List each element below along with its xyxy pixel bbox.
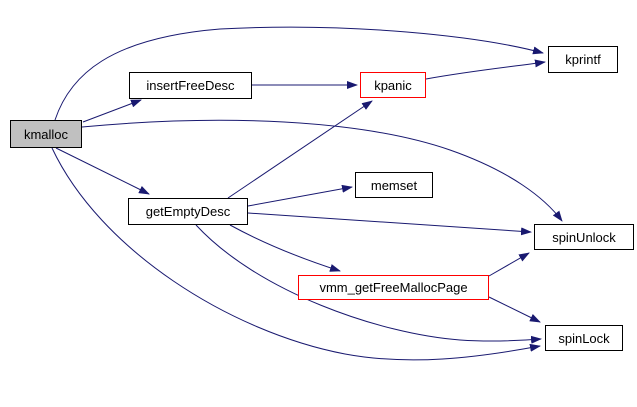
edge-kmalloc-to-getEmptyDesc bbox=[55, 147, 150, 195]
edge-getEmptyDesc-to-spinLock bbox=[195, 224, 542, 344]
node-memset[interactable]: memset bbox=[355, 172, 433, 198]
edge-kpanic-to-kprintf bbox=[425, 59, 546, 80]
edge-vmm_getFreeMallocPage-to-spinLock bbox=[488, 296, 541, 323]
edge-vmm_getFreeMallocPage-to-spinUnlock bbox=[488, 252, 530, 277]
edge-getEmptyDesc-to-vmm_getFreeMallocPage bbox=[229, 224, 341, 272]
edge-getEmptyDesc-to-memset bbox=[247, 184, 353, 207]
node-getEmptyDesc[interactable]: getEmptyDesc bbox=[128, 198, 248, 225]
node-kmalloc[interactable]: kmalloc bbox=[10, 120, 82, 148]
edge-kmalloc-to-spinUnlock bbox=[81, 119, 563, 222]
node-insertFreeDesc[interactable]: insertFreeDesc bbox=[129, 72, 252, 99]
node-spinLock[interactable]: spinLock bbox=[545, 325, 623, 351]
node-kpanic[interactable]: kpanic bbox=[360, 72, 426, 98]
edge-getEmptyDesc-to-kpanic bbox=[227, 100, 373, 199]
edge-kmalloc-to-insertFreeDesc bbox=[82, 99, 142, 123]
node-vmm_getFreeMallocPage[interactable]: vmm_getFreeMallocPage bbox=[298, 275, 489, 300]
node-spinUnlock[interactable]: spinUnlock bbox=[534, 224, 634, 250]
edge-kmalloc-to-spinLock bbox=[51, 147, 541, 361]
edge-getEmptyDesc-to-spinUnlock bbox=[247, 212, 532, 236]
node-kprintf[interactable]: kprintf bbox=[548, 46, 618, 73]
edge-kmalloc-to-kprintf bbox=[54, 26, 544, 121]
